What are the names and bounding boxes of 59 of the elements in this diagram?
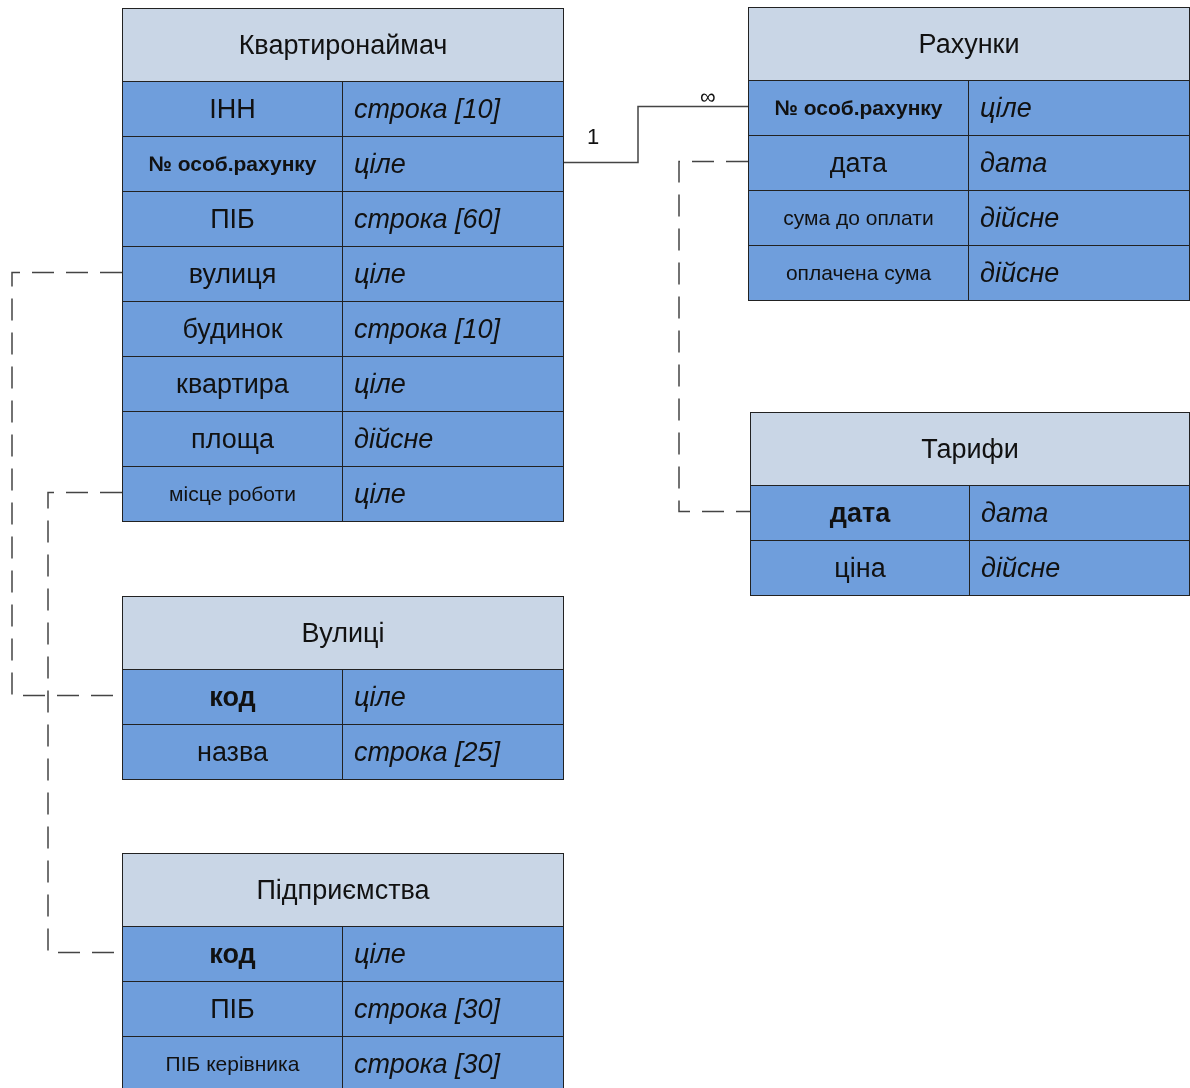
table-row — [123, 466, 563, 521]
table-row — [123, 1036, 563, 1088]
field-type: строка [30] — [353, 1047, 502, 1081]
field-name: ціна — [751, 541, 970, 595]
entity-table — [748, 7, 1190, 301]
field-type: дата — [979, 146, 1049, 180]
relationship-line — [678, 160, 751, 513]
table-title: Підприємства — [255, 873, 431, 907]
field-name: ПІБ керівника — [123, 1037, 343, 1088]
field-type: дійсне — [980, 551, 1062, 585]
field-type: ціле — [353, 937, 407, 971]
field-type: строка [10] — [353, 312, 502, 346]
cardinality-label: 1 — [587, 124, 600, 150]
table-row — [751, 540, 1189, 595]
table-row — [751, 485, 1189, 540]
entity-table — [122, 8, 564, 522]
relationship-line — [11, 271, 123, 697]
field-type: строка [10] — [353, 92, 502, 126]
table-row — [123, 981, 563, 1036]
field-type: дата — [980, 496, 1050, 530]
table-title: Квартиронаймач — [237, 28, 449, 62]
field-type: дійсне — [979, 201, 1061, 235]
table-row — [749, 135, 1189, 190]
table-title: Вулиці — [300, 616, 386, 650]
field-type: дійсне — [979, 256, 1061, 290]
relationship-line — [563, 105, 749, 164]
entity-table — [122, 596, 564, 780]
table-row — [123, 926, 563, 981]
field-type: ціле — [353, 367, 407, 401]
field-type: ціле — [353, 147, 407, 181]
table-row — [749, 80, 1189, 135]
table-row — [123, 724, 563, 779]
table-row — [123, 356, 563, 411]
field-type: ціле — [353, 257, 407, 291]
field-type: строка [60] — [353, 202, 502, 236]
field-type: дійсне — [353, 422, 435, 456]
field-name: назва — [123, 725, 343, 779]
table-row — [123, 301, 563, 356]
table-row — [123, 191, 563, 246]
field-name: оплачена сума — [749, 246, 969, 300]
field-type: строка [25] — [353, 735, 502, 769]
table-row — [123, 411, 563, 466]
relationship-line — [47, 491, 123, 954]
table-row — [123, 669, 563, 724]
table-row — [749, 190, 1189, 245]
field-type: ціле — [353, 680, 407, 714]
table-row — [749, 245, 1189, 300]
field-type: строка [30] — [353, 992, 502, 1026]
table-row — [123, 81, 563, 136]
field-name: місце роботи — [123, 467, 343, 521]
table-row — [123, 136, 563, 191]
field-type: ціле — [353, 477, 407, 511]
entity-table — [750, 412, 1190, 596]
field-type: ціле — [979, 91, 1033, 125]
cardinality-label: ∞ — [700, 84, 716, 110]
table-title: Тарифи — [920, 432, 1020, 466]
entity-table — [122, 853, 564, 1088]
table-title: Рахунки — [917, 27, 1021, 61]
table-row — [123, 246, 563, 301]
